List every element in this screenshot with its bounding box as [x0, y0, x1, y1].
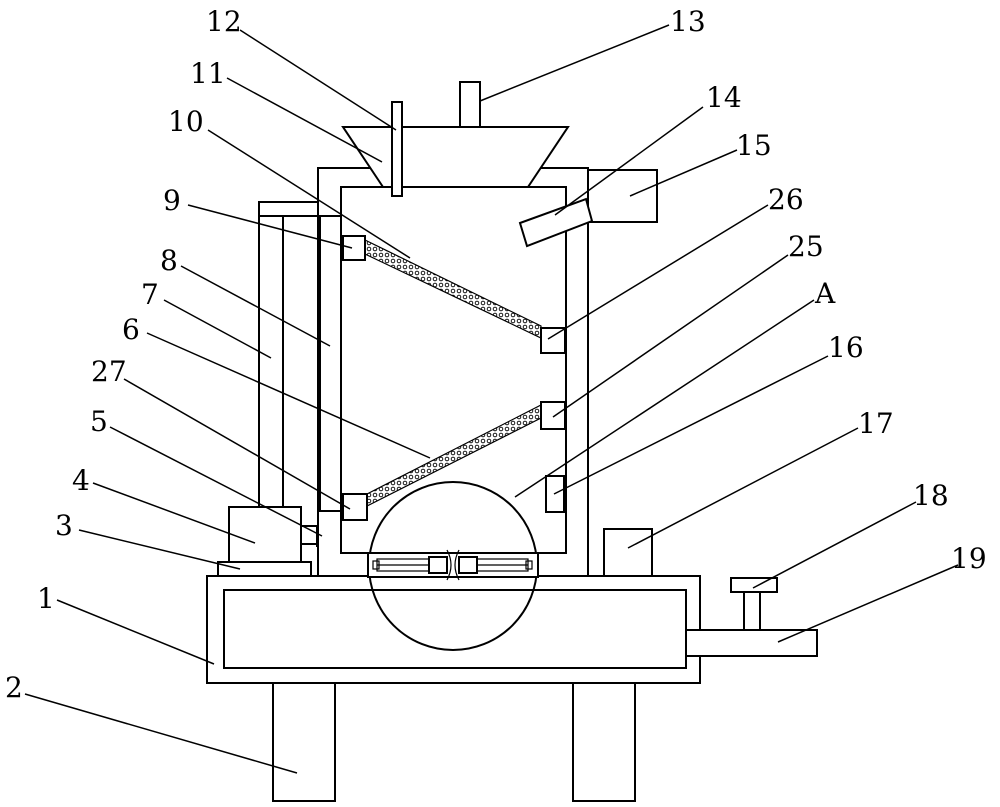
leader-11: [226, 77, 383, 163]
label-5: 5: [90, 405, 108, 438]
label-26: 26: [768, 183, 804, 216]
label-15: 15: [736, 129, 772, 162]
label-4: 4: [72, 464, 90, 497]
leader-18: [752, 501, 917, 589]
base-box-inner: [223, 589, 687, 669]
leader-13: [479, 24, 670, 102]
leader-5: [109, 426, 323, 537]
label-19: 19: [951, 542, 987, 575]
leader-7: [163, 299, 272, 359]
label-2: 2: [5, 671, 23, 704]
label-8: 8: [160, 244, 178, 277]
feed-hopper: [341, 126, 570, 188]
label-16: 16: [828, 331, 864, 364]
label-27: 27: [91, 355, 127, 388]
motor: [228, 506, 302, 563]
leader-12: [239, 29, 397, 131]
label-11: 11: [190, 57, 226, 90]
leader-3: [78, 529, 241, 570]
side-block: [587, 169, 658, 223]
label-a: A: [814, 277, 836, 310]
leader-15: [629, 149, 738, 197]
leader-8: [180, 265, 331, 347]
label-10: 10: [168, 105, 204, 138]
inlet-nozzle: [518, 197, 594, 248]
label-3: 3: [55, 509, 73, 542]
rod: [391, 101, 403, 197]
block-25: [540, 401, 566, 430]
label-7: 7: [141, 278, 159, 311]
label-1: 1: [37, 582, 55, 615]
motor-plate: [217, 561, 312, 577]
leader-25: [552, 254, 789, 418]
top-pipe: [459, 81, 481, 128]
right-leg: [572, 682, 636, 802]
side-pipe: [319, 215, 342, 512]
right-end-stop: [525, 560, 533, 570]
leader-a: [514, 299, 815, 498]
block-9: [342, 235, 366, 261]
leader-26: [547, 204, 769, 340]
left-slider: [428, 556, 448, 574]
label-18: 18: [913, 479, 949, 512]
leader-27: [123, 378, 351, 510]
leader-14: [554, 106, 704, 216]
label-14: 14: [706, 81, 742, 114]
valve-stem: [743, 591, 761, 631]
label-6: 6: [122, 313, 140, 346]
bracket: [603, 528, 653, 577]
block-26: [540, 327, 566, 354]
left-leg: [272, 682, 336, 802]
leader-17: [627, 427, 859, 549]
label-13: 13: [670, 5, 706, 38]
leader-1: [56, 599, 215, 665]
leader-9: [187, 204, 353, 249]
leader-6: [146, 332, 431, 459]
label-9: 9: [163, 184, 181, 217]
leader-2: [24, 693, 298, 774]
label-25: 25: [788, 230, 824, 263]
leader-10: [207, 129, 411, 259]
outer-frame: [258, 201, 284, 508]
left-end-stop: [372, 560, 380, 570]
right-slider: [458, 556, 478, 574]
valve-handle: [730, 577, 778, 593]
leader-19: [777, 564, 959, 643]
label-17: 17: [858, 407, 894, 440]
leader-16: [553, 355, 829, 495]
label-12: 12: [206, 5, 242, 38]
center-cam: [446, 549, 460, 581]
leader-4: [92, 482, 256, 544]
